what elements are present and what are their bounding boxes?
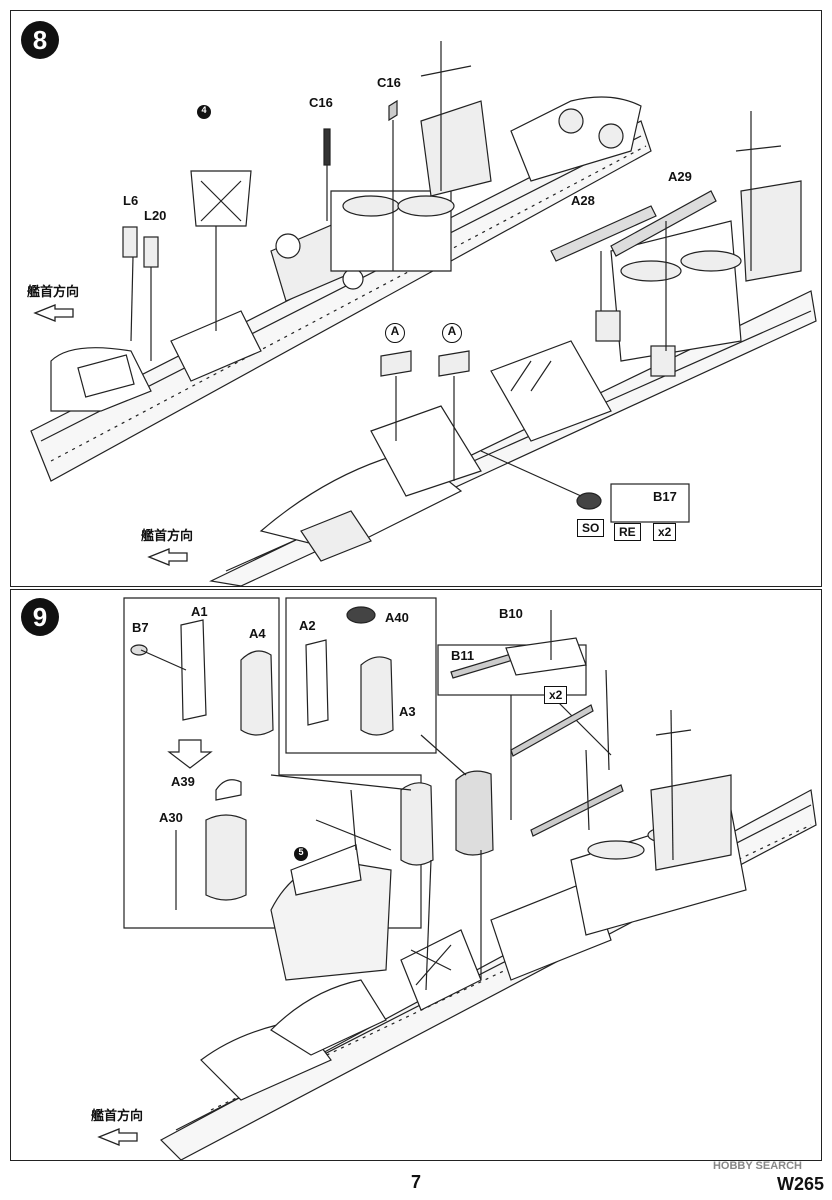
bow-direction-arrow-icon xyxy=(147,548,188,566)
part-A29-label: A29 xyxy=(668,169,692,184)
watermark: HOBBY SEARCH xyxy=(712,1160,802,1172)
part-A30-label: A30 xyxy=(159,810,183,825)
part-A4-label: A4 xyxy=(249,626,266,641)
part-A3-label: A3 xyxy=(399,704,416,719)
badge-so: SO xyxy=(577,519,605,537)
part-L6-label: L6 xyxy=(123,193,139,208)
bow-direction-arrow-icon xyxy=(97,1128,138,1146)
part-A1-label: A1 xyxy=(191,604,208,619)
part-A39-label: A39 xyxy=(171,774,195,789)
marker-a-1: A xyxy=(385,323,405,343)
part-A28-label: A28 xyxy=(571,193,595,208)
step-8-ship-drawing xyxy=(30,41,817,586)
bow-direction-label: 艦首方向 xyxy=(27,285,80,300)
step-8-number: 8 xyxy=(21,21,59,59)
part-B10-label: B10 xyxy=(499,606,523,621)
sub-step-4-marker: 4 xyxy=(197,105,211,119)
sub-step-5-marker: 5 xyxy=(294,847,308,861)
bow-direction-arrow-icon xyxy=(33,304,74,322)
part-L20-label: L20 xyxy=(144,208,167,223)
part-B7-label: B7 xyxy=(132,620,149,635)
page-number: 7 xyxy=(410,1172,421,1192)
step-9-number: 9 xyxy=(21,598,59,636)
part-B17-label: B17 xyxy=(653,489,677,504)
part-C16-label-b: C16 xyxy=(377,75,401,90)
step-9-ship-drawing xyxy=(123,597,817,1160)
part-B11-label: B11 xyxy=(451,648,475,663)
badge-x2: x2 xyxy=(653,523,677,541)
step-8-panel: 8 xyxy=(10,10,822,587)
part-A2-label: A2 xyxy=(299,618,316,633)
part-A40-label: A40 xyxy=(385,610,409,625)
badge-x2: x2 xyxy=(544,686,568,704)
part-C16-label-a: C16 xyxy=(309,95,333,110)
bow-direction-label: 艦首方向 xyxy=(141,529,194,544)
bow-direction-label: 艦首方向 xyxy=(91,1109,144,1124)
badge-re: RE xyxy=(614,523,641,541)
product-code: W265 xyxy=(776,1174,824,1194)
step-9-panel: 9 xyxy=(10,589,822,1161)
marker-a-2: A xyxy=(442,323,462,343)
